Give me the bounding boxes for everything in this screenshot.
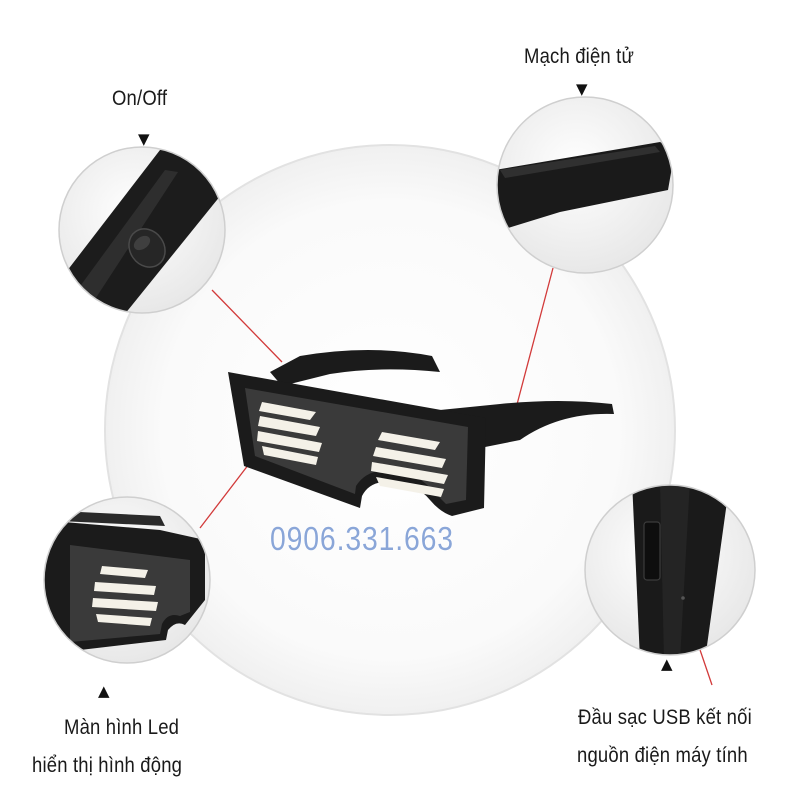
triangle-down-icon: ▼: [138, 130, 150, 148]
label-led-line1: Màn hình Led: [64, 716, 180, 739]
leader-line-on-off: [211, 289, 283, 363]
zoom-circle-usb-port: [584, 484, 756, 656]
usb-port: [643, 521, 661, 581]
temple-arm-left: [270, 350, 440, 386]
triangle-down-icon: ▼: [576, 80, 588, 98]
power-button: [128, 228, 166, 268]
leader-line-circuit: [514, 267, 554, 413]
watermark-phone: 0906.331.663: [270, 520, 454, 557]
led-bars-left: [257, 402, 322, 465]
label-circuit: Mạch điện tử: [524, 45, 635, 68]
led-bars-right: [371, 432, 448, 497]
zoom-circle-on-off: [58, 146, 226, 314]
triangle-up-icon: ▲: [98, 682, 110, 700]
label-on-off: On/Off: [112, 87, 168, 110]
label-usb-line1: Đầu sạc USB kết nối: [578, 706, 752, 729]
zoom-circle-led-display: [43, 496, 211, 664]
label-led-line2: hiển thị hình động: [32, 754, 183, 777]
zoom-circle-circuit: [496, 96, 674, 274]
leader-line-led: [199, 459, 253, 529]
led-glasses: [228, 350, 614, 516]
triangle-up-icon: ▲: [661, 655, 673, 673]
label-usb-line2: nguồn điện máy tính: [577, 744, 748, 767]
